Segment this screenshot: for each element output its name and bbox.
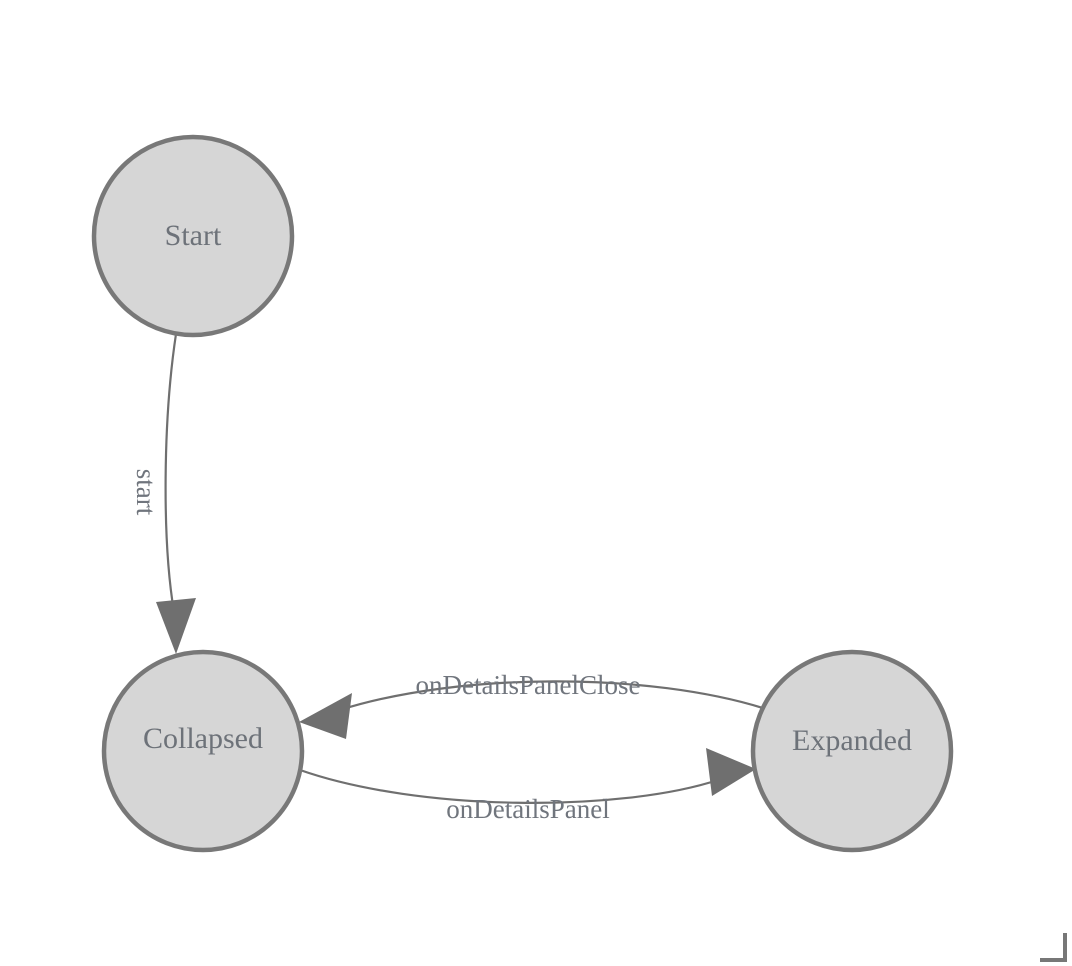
node-collapsed[interactable]: Collapsed: [101, 649, 305, 853]
frame-edge-bottom: [1040, 958, 1067, 962]
edge-expanded-to-collapsed[interactable]: [299, 680, 767, 739]
node-expanded-circle: [750, 649, 954, 853]
arrowhead-into-expanded-right: [706, 748, 756, 796]
node-expanded[interactable]: Expanded: [750, 649, 954, 853]
edge-expanded-to-collapsed-path: [339, 680, 767, 712]
node-start-label: Start: [165, 219, 222, 252]
node-collapsed-label: Collapsed: [143, 722, 263, 755]
node-start[interactable]: Start: [91, 134, 295, 338]
node-start-circle: [91, 134, 295, 338]
frame-edge-right: [1063, 933, 1067, 962]
arrowhead-into-collapsed-left: [299, 693, 352, 739]
edge-start-to-collapsed-path: [164, 333, 178, 613]
edge-label-on-details-panel-close: onDetailsPanelClose: [416, 670, 641, 700]
node-collapsed-circle: [101, 649, 305, 853]
frame-corner-bottom-right: [1040, 933, 1067, 962]
edge-label-start: start: [131, 469, 161, 516]
arrowhead-into-collapsed-top: [156, 598, 196, 654]
node-expanded-label: Expanded: [792, 724, 912, 757]
edge-label-on-details-panel: onDetailsPanel: [446, 794, 609, 824]
edge-collapsed-to-expanded[interactable]: [299, 748, 756, 804]
edge-collapsed-to-expanded-path: [299, 768, 719, 804]
edge-start-to-collapsed[interactable]: [156, 333, 196, 654]
